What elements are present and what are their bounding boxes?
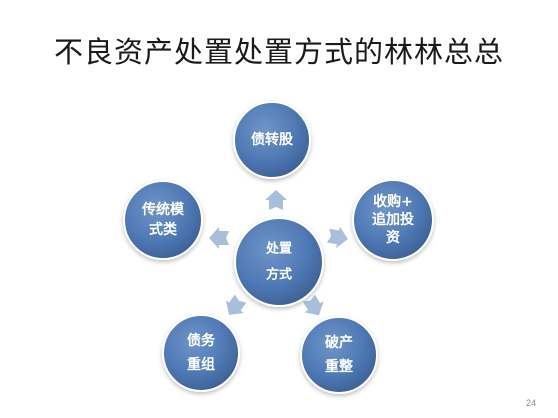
node-acquisition-investment-circle (352, 179, 434, 261)
center-node: 处置方式 (234, 217, 324, 307)
arrows-layer (209, 190, 348, 316)
arrow-acquisition-investment (326, 226, 348, 249)
node-traditional-mode-label: 式类 (149, 221, 178, 238)
node-bankruptcy-restructuring-label: 重整 (325, 358, 354, 375)
page-number: 24 (525, 398, 536, 408)
node-acquisition-investment-label: 追加投 (372, 211, 414, 228)
node-acquisition-investment-label: 收购+ (373, 193, 413, 210)
node-debt-restructuring-circle (162, 314, 240, 392)
node-debt-equity-swap-circle (233, 101, 311, 179)
center-node-label: 处置 (265, 241, 292, 257)
arrow-traditional-mode (209, 227, 229, 249)
node-debt-equity-swap-label: 债转股 (251, 131, 294, 148)
arrow-debt-equity-swap (265, 190, 287, 210)
slide-title: 不良资产处置处置方式的林林总总 (53, 35, 504, 69)
arrow-debt-restructuring (225, 294, 247, 315)
node-bankruptcy-restructuring-circle (300, 316, 378, 394)
node-traditional-mode-circle (123, 180, 203, 260)
node-traditional-mode-label: 传统模 (141, 201, 185, 218)
node-debt-restructuring-label: 债务 (187, 332, 216, 349)
center-node-label: 方式 (266, 267, 292, 283)
node-debt-equity-swap: 债转股 (233, 101, 311, 179)
center-node-circle (234, 217, 324, 307)
node-acquisition-investment-label: 资 (386, 229, 400, 246)
arrow-bankruptcy-restructuring (302, 294, 324, 316)
node-debt-restructuring-label: 重组 (187, 356, 215, 373)
node-bankruptcy-restructuring-label: 破产 (325, 334, 353, 351)
